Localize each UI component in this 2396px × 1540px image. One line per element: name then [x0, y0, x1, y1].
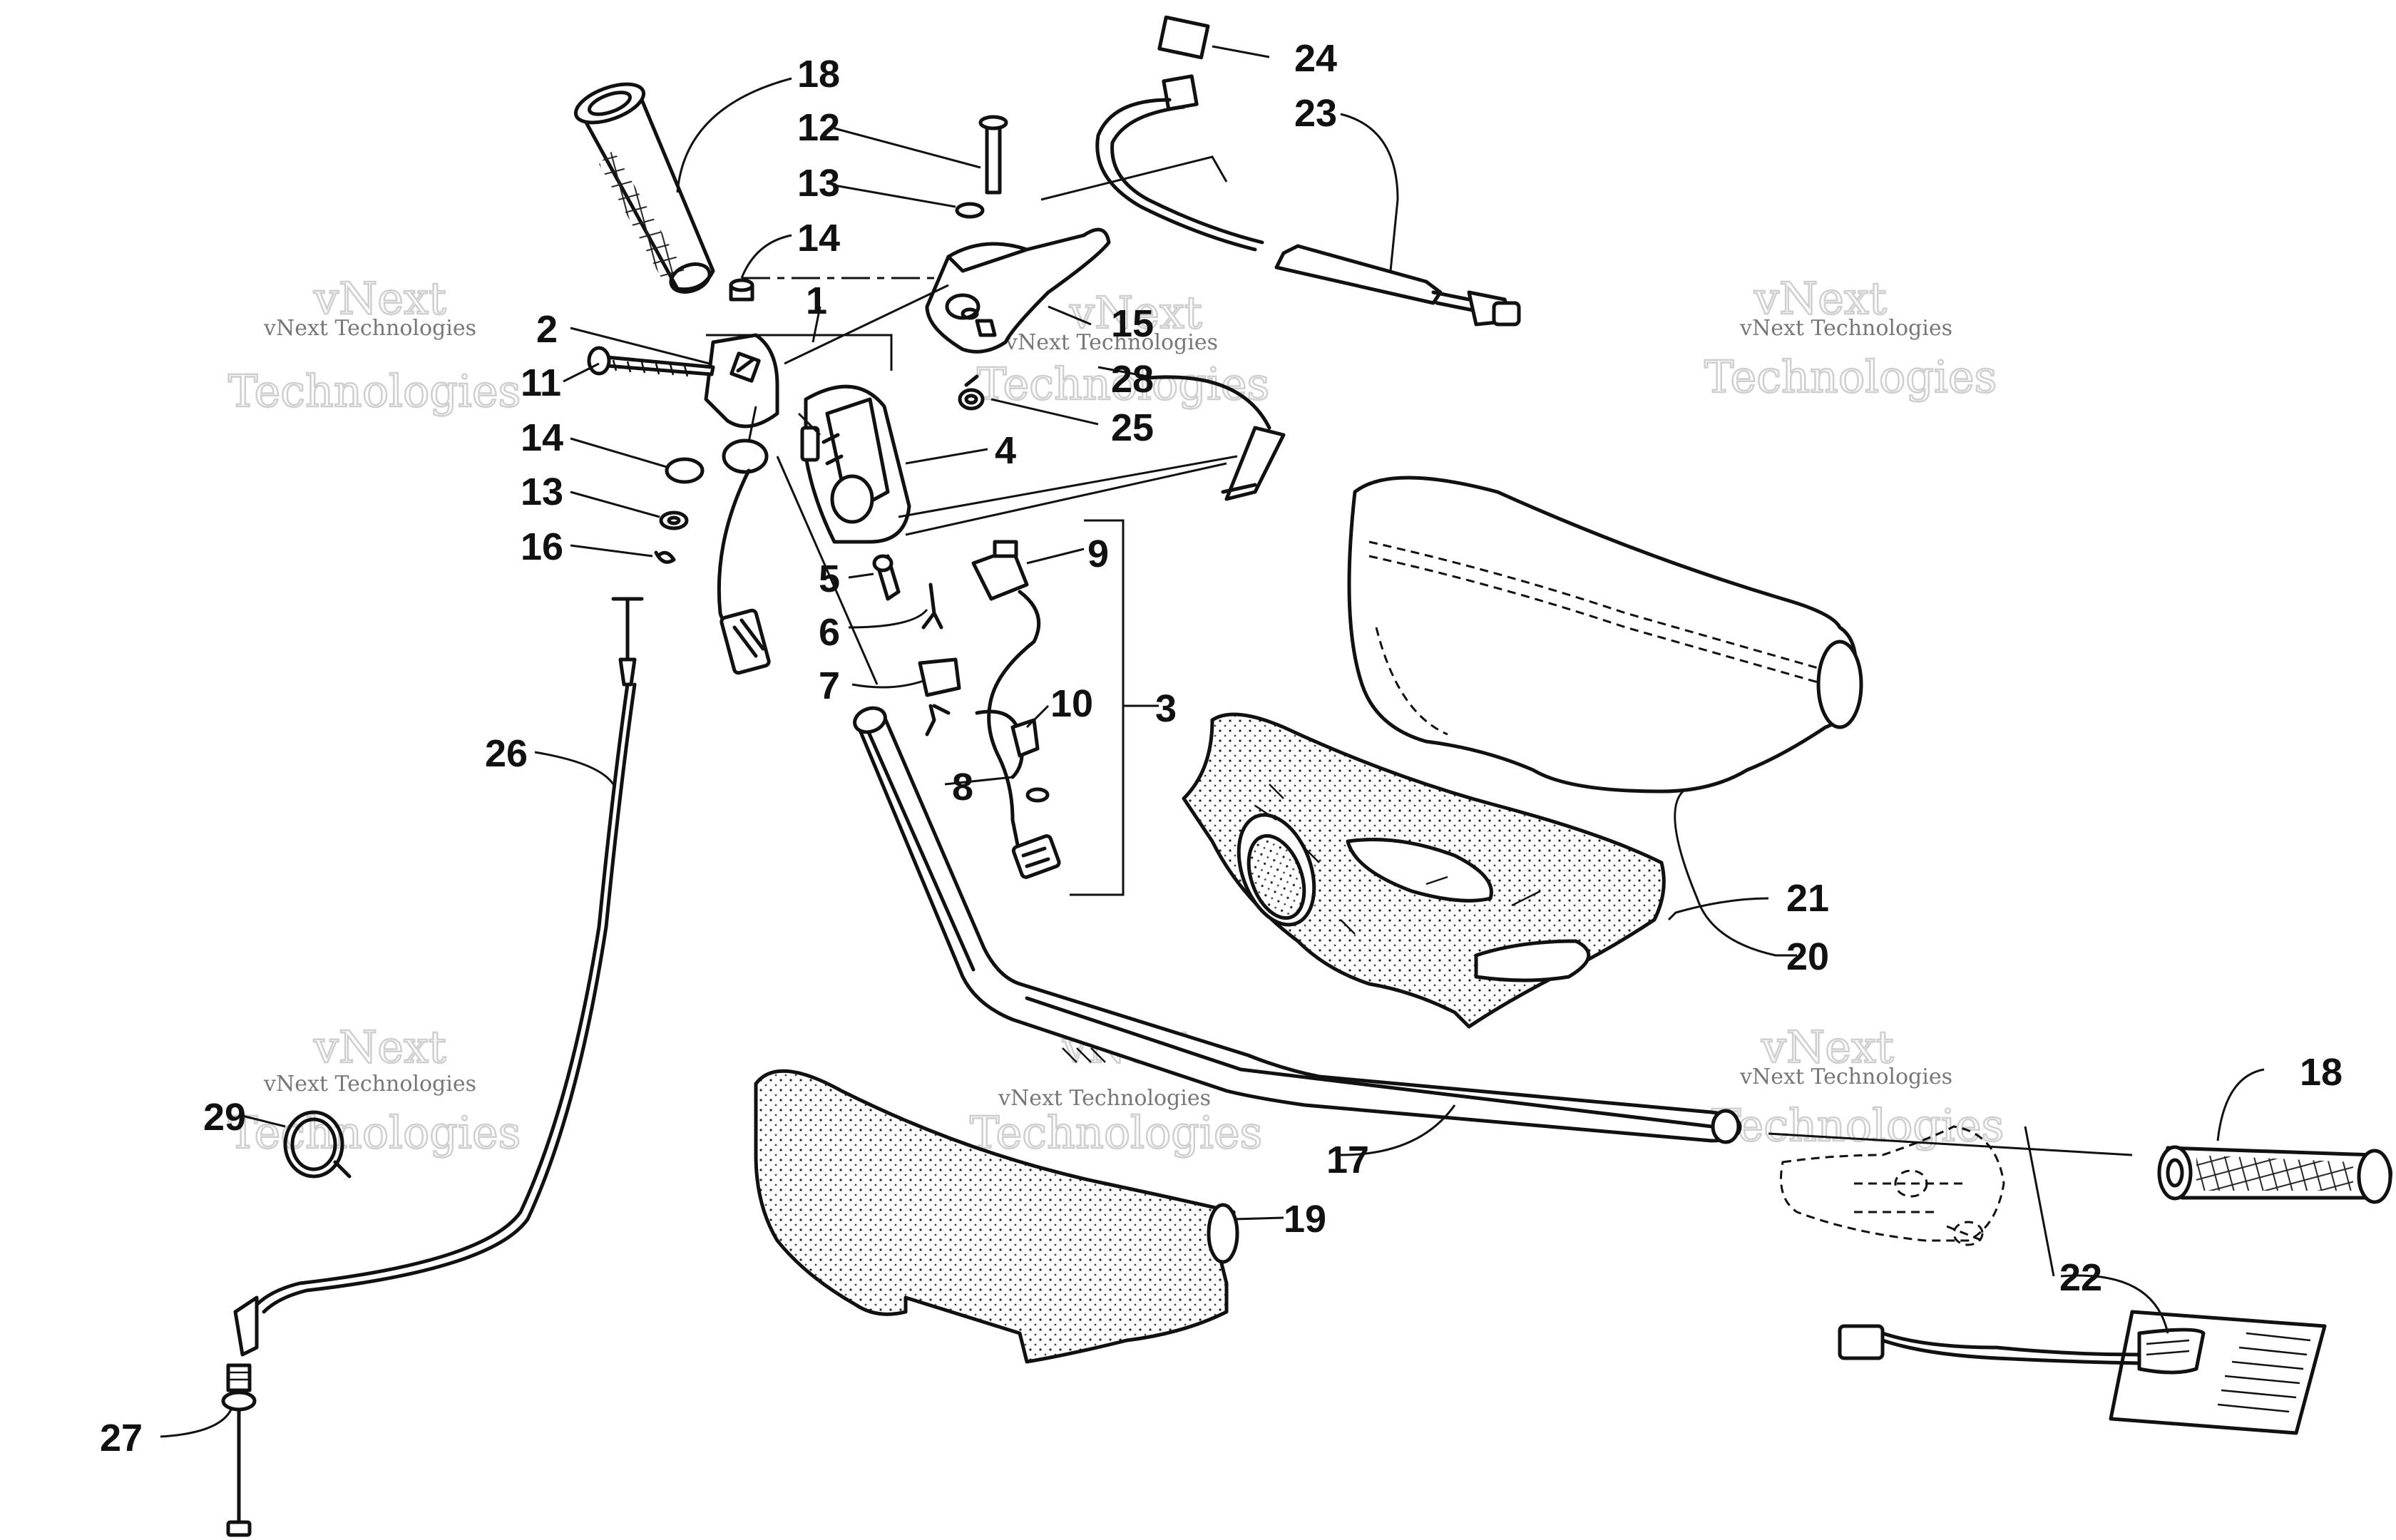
watermark-group-bottom-left: vNext vNext Technologies Technologies	[227, 1020, 522, 1160]
lever-nut-25	[958, 374, 985, 411]
callout-2: 2	[536, 308, 558, 351]
throttle-screw	[587, 346, 715, 377]
watermark-company-small: vNext Technologies	[1739, 1064, 1952, 1089]
callout-28: 28	[1111, 358, 1154, 401]
callout-21: 21	[1786, 877, 1829, 920]
callout-3: 3	[1155, 687, 1177, 730]
throttle-housing	[704, 333, 779, 675]
brake-pivot-bolt	[955, 115, 1008, 219]
callout-29: 29	[203, 1096, 246, 1139]
callout-22: 22	[2059, 1256, 2102, 1299]
callout-5: 5	[819, 558, 840, 600]
upper-washer-14	[729, 278, 754, 302]
callout-10: 10	[1050, 682, 1093, 725]
callout-18-right-grip: 18	[2300, 1051, 2343, 1094]
brake-lever	[925, 227, 1111, 354]
group-bracket-3	[1070, 519, 1159, 896]
watermark-company-small: vNext Technologies	[1739, 316, 1952, 341]
callout-23: 23	[1294, 92, 1337, 135]
hose-clamp	[283, 1110, 352, 1179]
housing-washers-left	[654, 457, 705, 564]
assembly-lines	[742, 155, 2133, 1156]
watermark-company-small: vNext Technologies	[263, 316, 476, 341]
callout-13-lower: 13	[521, 471, 563, 513]
callout-1: 1	[806, 279, 827, 322]
watermark-group-top-right: vNext vNext Technologies Technologies	[1704, 272, 1998, 404]
callout-labels: 18 12 13 14 1 2 11 14 13 16 15 28 25 4 5…	[100, 37, 2343, 1459]
callout-6: 6	[819, 611, 840, 654]
watermark-brand-large: vNext	[1069, 287, 1202, 339]
watermark-company-small: vNext Technologies	[1005, 330, 1218, 355]
callout-7: 7	[819, 664, 840, 707]
bar-pad-foam	[1182, 712, 1666, 1029]
watermark-technologies-large: Technologies	[1711, 1099, 2004, 1151]
callout-9: 9	[1087, 533, 1109, 575]
callout-24: 24	[1294, 37, 1337, 80]
callout-14-upper: 14	[797, 217, 840, 260]
watermark-company-small: vNext Technologies	[998, 1086, 1211, 1111]
watermark-brand-large: vNext	[1754, 272, 1887, 324]
wiring-switch-9-10	[971, 540, 1061, 879]
watermark-brand-large: vNext	[313, 272, 446, 324]
watermark-group-top-left: vNext vNext Technologies Technologies	[227, 272, 522, 419]
watermark-technologies-large: Technologies	[228, 365, 521, 417]
callout-13-upper: 13	[797, 162, 840, 205]
watermark-brand-large: vNext	[1761, 1021, 1894, 1073]
callout-12: 12	[797, 106, 840, 149]
heater-harness	[1095, 15, 1521, 327]
handlebar-cover	[1347, 476, 1863, 794]
callout-25: 25	[1111, 406, 1154, 449]
plunger-5	[872, 554, 901, 601]
spring-clip-6	[921, 582, 943, 630]
callout-14-lower: 14	[521, 416, 563, 459]
watermark-technologies-large: Technologies	[970, 1107, 1262, 1159]
switch-bracket-7	[918, 657, 961, 736]
callout-20: 20	[1786, 935, 1829, 978]
callout-16: 16	[521, 525, 563, 568]
handlebar	[853, 706, 1742, 1144]
watermark-brand-large: vNext	[313, 1021, 446, 1073]
grip-heater-element	[1838, 1310, 2327, 1435]
right-grip	[2157, 1145, 2392, 1204]
callout-26: 26	[485, 732, 528, 775]
watermark-technologies-large: Technologies	[228, 1107, 521, 1159]
callout-15: 15	[1111, 302, 1154, 345]
left-grip	[573, 82, 715, 294]
switch-housing	[800, 384, 911, 544]
watermark-technologies-large: Technologies	[1704, 351, 1997, 403]
callout-17: 17	[1326, 1139, 1369, 1181]
watermark-company-small: vNext Technologies	[263, 1072, 476, 1097]
lower-pad	[754, 1069, 1239, 1364]
lever-pin-28	[1146, 375, 1286, 501]
callout-11: 11	[521, 361, 561, 404]
callout-27: 27	[100, 1417, 143, 1459]
throttle-cable	[221, 597, 644, 1537]
callout-4: 4	[995, 429, 1016, 472]
callout-19: 19	[1284, 1198, 1326, 1241]
right-control-ghost	[1780, 1125, 2005, 1246]
leader-lines	[160, 45, 2265, 1438]
callout-18-left-grip: 18	[797, 53, 840, 96]
callout-8: 8	[952, 766, 973, 808]
watermark-group-bottom-right: vNext vNext Technologies Technologies	[1711, 1020, 2005, 1153]
